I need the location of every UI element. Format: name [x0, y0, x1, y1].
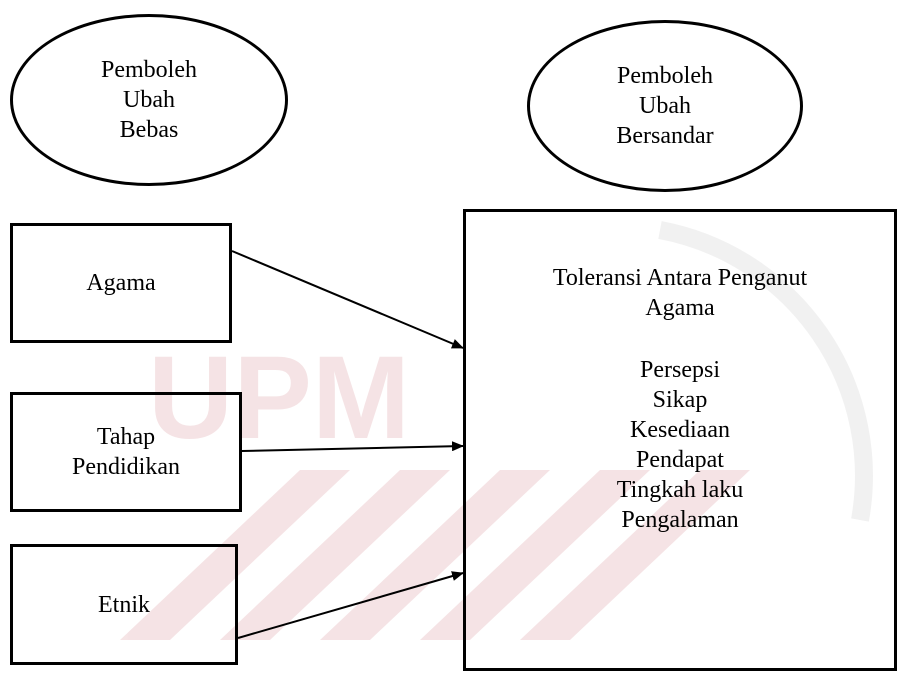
- input-box-agama: Agama: [10, 223, 232, 343]
- input-label: Pendidikan: [72, 454, 180, 480]
- input-label: Etnik: [98, 591, 150, 618]
- input-box-tahap-pendidikan: Tahap Pendidikan: [10, 392, 242, 512]
- arrow-agama-to-outcome: [231, 250, 464, 349]
- outcome-box: Toleransi Antara Penganut Agama Persepsi…: [463, 209, 897, 671]
- independent-variable-line: Bebas: [119, 117, 179, 143]
- dependent-variable-line: Ubah: [639, 93, 691, 119]
- dependent-variable-line: Pemboleh: [616, 63, 713, 89]
- outcome-title-line: Agama: [645, 295, 715, 321]
- input-box-etnik: Etnik: [10, 544, 238, 665]
- outcome-dimension: Tingkah laku: [616, 477, 744, 503]
- dependent-variable-line: Bersandar: [616, 123, 714, 149]
- outcome-dimension: Sikap: [652, 387, 708, 413]
- outcome-dimension: Pendapat: [636, 447, 724, 473]
- watermark-text: UPM: [148, 332, 410, 464]
- dependent-variable-ellipse: Pemboleh Ubah Bersandar: [527, 20, 803, 192]
- independent-variable-line: Ubah: [123, 87, 175, 113]
- independent-variable-line: Pemboleh: [101, 57, 197, 83]
- outcome-dimension: Persepsi: [640, 357, 720, 383]
- arrow-pendidikan-to-outcome: [241, 441, 464, 452]
- outcome-title-line: Toleransi Antara Penganut: [552, 265, 808, 291]
- input-label: Agama: [86, 270, 156, 296]
- independent-variable-ellipse: Pemboleh Ubah Bebas: [10, 14, 288, 186]
- arrow-etnik-to-outcome: [237, 571, 464, 639]
- outcome-dimension: Kesediaan: [630, 417, 730, 443]
- input-label: Tahap: [96, 424, 156, 450]
- outcome-dimension: Pengalaman: [621, 507, 739, 533]
